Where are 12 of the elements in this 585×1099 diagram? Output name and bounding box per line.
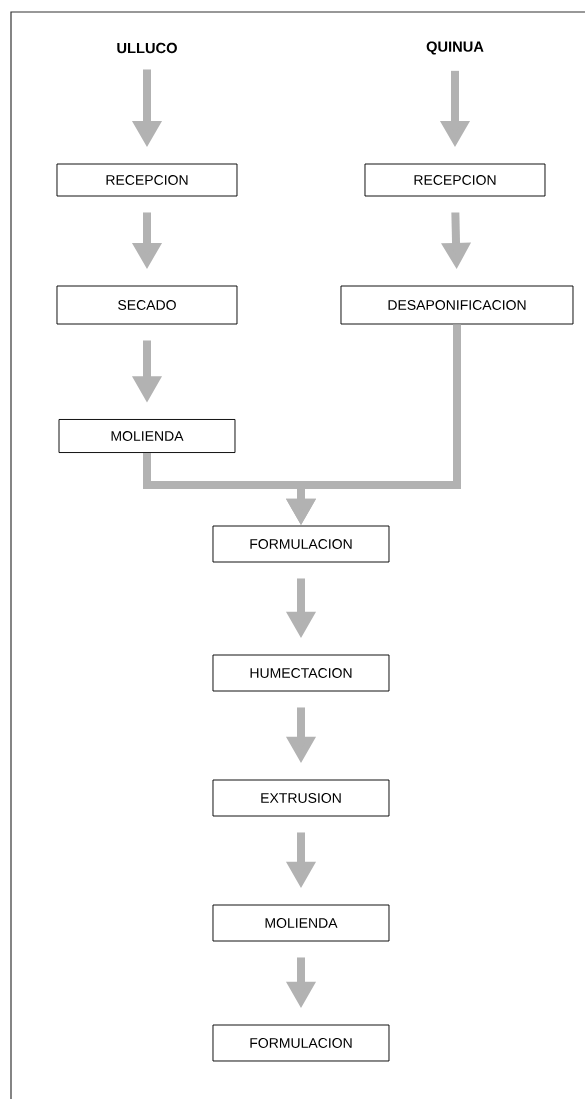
process-box: EXTRUSION (212, 779, 390, 817)
process-box: HUMECTACION (212, 654, 390, 692)
process-box: RECEPCION (56, 163, 238, 197)
process-box: SECADO (56, 285, 238, 325)
process-box: RECEPCION (364, 163, 546, 197)
process-box: MOLIENDA (58, 419, 236, 453)
heading-text: QUINUA (426, 41, 484, 55)
heading-text: ULLUCO (117, 42, 177, 54)
process-box: DESAPONIFICACION (340, 285, 574, 325)
process-box: MOLIENDA (212, 904, 390, 942)
process-box: FORMULACION (212, 525, 390, 563)
process-box: FORMULACION (212, 1024, 390, 1062)
